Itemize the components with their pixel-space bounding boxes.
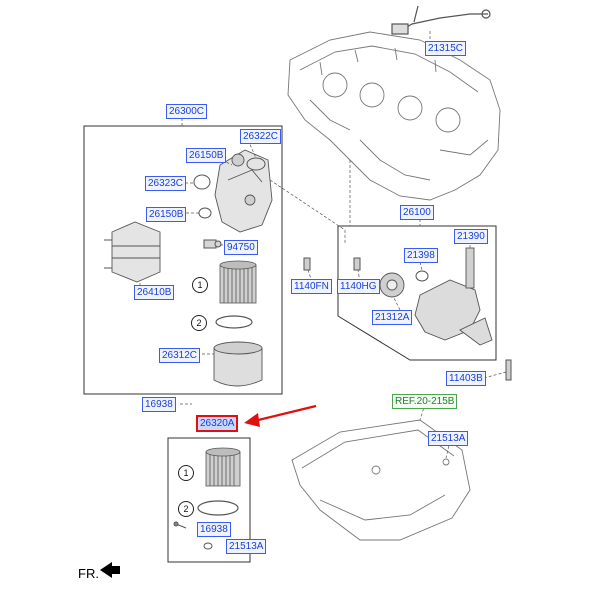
part-label-11403B[interactable]: 11403B: [446, 371, 486, 386]
oil-pump-drawing: [379, 247, 493, 346]
part-label-94750[interactable]: 94750: [224, 240, 258, 255]
part-label-26300C[interactable]: 26300C: [166, 104, 208, 119]
bolts-drawing: [303, 257, 512, 381]
oil-pressure-switch-drawing: [203, 239, 222, 249]
part-label-21513A-kit[interactable]: 21513A: [226, 539, 267, 554]
highlight-arrow: [244, 404, 317, 427]
part-label-1140FN[interactable]: 1140FN: [291, 279, 332, 294]
part-label-26150B-top[interactable]: 26150B: [186, 148, 227, 163]
part-label-21390[interactable]: 21390: [454, 229, 488, 244]
part-label-26323C[interactable]: 26323C: [145, 176, 187, 191]
part-label-26150B-bottom[interactable]: 26150B: [146, 207, 187, 222]
part-label-21315C[interactable]: 21315C: [425, 41, 467, 56]
part-label-26312C[interactable]: 26312C: [159, 348, 201, 363]
filter-element-drawing: [219, 260, 257, 304]
part-label-21312A[interactable]: 21312A: [372, 310, 413, 325]
oil-pump-group-box: [337, 225, 497, 361]
part-label-26320A-selected[interactable]: 26320A: [196, 415, 239, 432]
cylinder-block-drawing: [287, 31, 501, 201]
dipstick-sensor-drawing: [391, 5, 491, 35]
o-ring-drawing: [215, 315, 253, 329]
part-label-16938-upper[interactable]: 16938: [142, 397, 176, 412]
part-label-26100[interactable]: 26100: [400, 205, 434, 220]
callout-2: 2: [191, 315, 207, 331]
callout-1-kit: 1: [178, 465, 194, 481]
oil-cooler-drawing: [104, 221, 161, 283]
part-label-21398[interactable]: 21398: [404, 248, 438, 263]
reference-label[interactable]: REF.20-215B: [392, 394, 458, 409]
front-orientation-label: FR.: [78, 566, 99, 581]
part-label-26410B[interactable]: 26410B: [134, 285, 175, 300]
kit-small-parts-drawing: [173, 521, 213, 550]
oil-filter-housing-drawing: [214, 149, 273, 233]
part-label-26322C[interactable]: 26322C: [240, 129, 282, 144]
callout-1: 1: [192, 277, 208, 293]
callout-2-kit: 2: [178, 501, 194, 517]
kit-filter-element-drawing: [205, 447, 241, 487]
filter-kit-box: [167, 437, 251, 563]
filter-cap-drawing: [213, 341, 263, 387]
front-direction-arrow-icon: [100, 562, 120, 578]
part-label-21513A-pan[interactable]: 21513A: [428, 431, 469, 446]
part-label-1140HG[interactable]: 1140HG: [337, 279, 380, 294]
pump-o-ring-drawing: [415, 270, 429, 282]
kit-o-ring-drawing: [197, 500, 239, 516]
part-label-16938-kit[interactable]: 16938: [197, 522, 231, 537]
oil-filter-assembly-box: [83, 125, 283, 395]
